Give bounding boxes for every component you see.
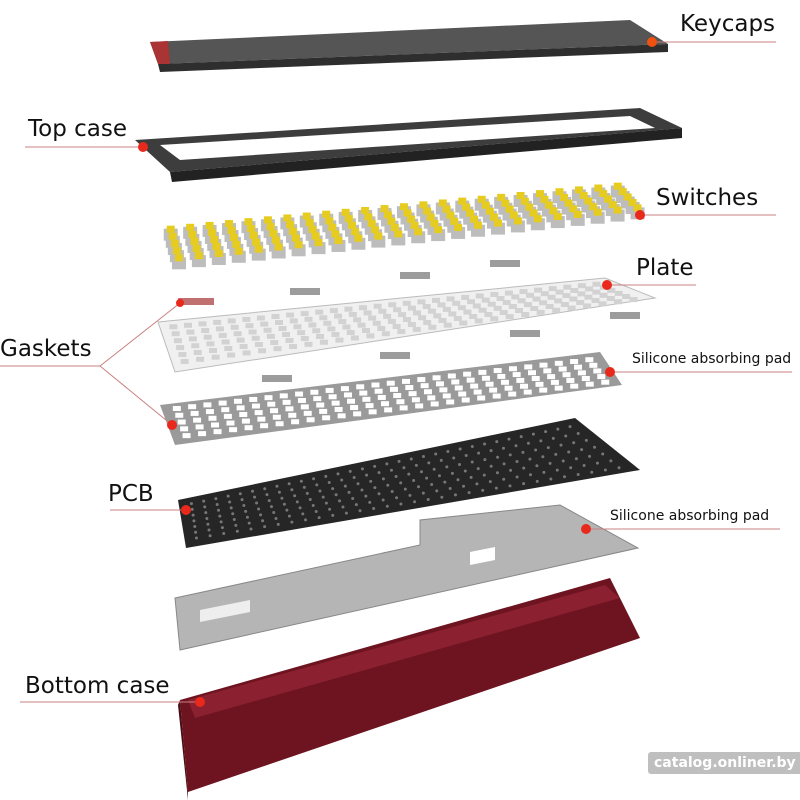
leader-lines <box>0 41 792 703</box>
label-switches: Switches <box>656 185 759 211</box>
silicone-pad-1-layer <box>160 352 622 445</box>
label-gaskets: Gaskets <box>0 336 92 362</box>
marker-dots <box>138 37 657 707</box>
label-top-case: Top case <box>28 116 127 142</box>
bottom-case-layer <box>178 578 640 800</box>
label-bottom-case: Bottom case <box>25 673 170 699</box>
plate-layer <box>157 277 657 373</box>
label-plate: Plate <box>636 255 694 281</box>
label-silicone-pad-1: Silicone absorbing pad <box>632 351 792 367</box>
label-silicone-pad-2: Silicone absorbing pad <box>610 508 770 524</box>
keycaps-layer <box>150 20 668 72</box>
label-pcb: PCB <box>108 481 154 507</box>
gasket-pieces <box>178 260 640 382</box>
top-case-layer <box>135 108 682 182</box>
watermark: catalog.onliner.by <box>648 752 800 774</box>
pcb-layer <box>178 418 640 548</box>
label-keycaps: Keycaps <box>680 11 776 37</box>
switches-layer <box>163 182 645 270</box>
silicone-pad-2-layer <box>174 504 640 651</box>
